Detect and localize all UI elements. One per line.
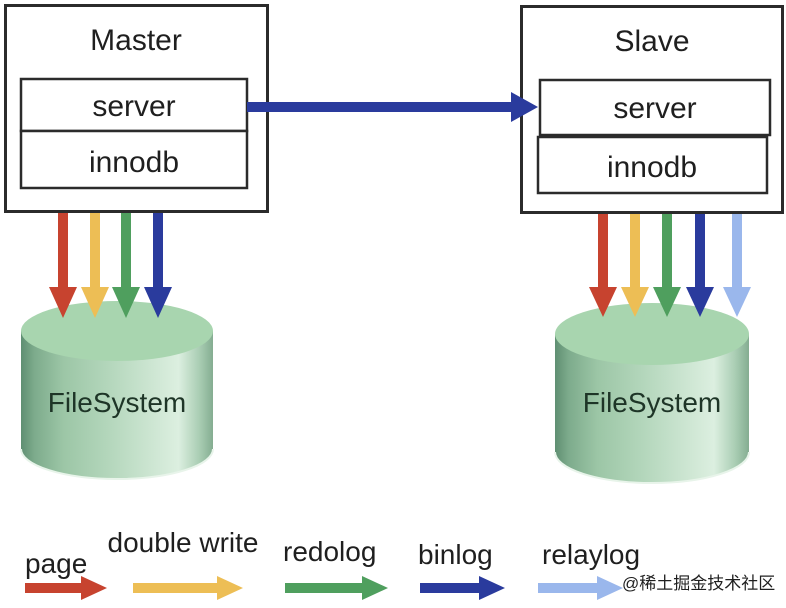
master-binlog-write-arrow [144, 211, 172, 318]
slave-innodb-label: innodb [607, 151, 697, 184]
replication-binlog-arrow [247, 92, 538, 122]
master-server-box [19, 77, 249, 133]
slave-server-label: server [613, 92, 696, 125]
legend-label-double-write: double write [108, 527, 259, 558]
legend-item-redolog: redolog [283, 536, 388, 600]
slave-innodb-box [536, 135, 769, 195]
master-filesystem-cylinder: FileSystem [20, 301, 214, 480]
legend-label-binlog: binlog [418, 539, 493, 570]
legend-label-page: page [25, 548, 87, 579]
master-filesystem-label: FileSystem [48, 387, 186, 418]
slave-cylinder-bottom-rim [554, 451, 750, 484]
master-node: Master server innodb [4, 4, 269, 213]
legend-item-binlog: binlog [418, 539, 505, 600]
master-innodb-label: innodb [89, 146, 179, 179]
legend-item-relaylog: relaylog [538, 539, 640, 600]
slave-double-write-arrow [621, 212, 649, 317]
legend-arrow-binlog [420, 576, 505, 600]
watermark: @稀土掘金技术社区 [622, 574, 775, 593]
slave-filesystem-cylinder: FileSystem [554, 303, 750, 484]
slave-filesystem-label: FileSystem [583, 387, 721, 418]
slave-title: Slave [614, 25, 689, 58]
master-server-label: server [92, 90, 175, 123]
master-innodb-box [19, 129, 249, 190]
legend-item-page: page [25, 548, 107, 600]
master-title: Master [90, 24, 182, 57]
master-write-arrows [49, 211, 172, 318]
slave-binlog-write-arrow [686, 212, 714, 317]
legend-arrow-relaylog [538, 576, 623, 600]
master-double-write-arrow [81, 211, 109, 318]
master-cylinder-top [21, 301, 213, 361]
slave-cylinder-top [555, 303, 749, 365]
slave-relaylog-write-arrow [723, 212, 751, 317]
legend: page double write redolog binlog relaylo… [25, 527, 640, 600]
slave-write-arrows [589, 212, 751, 317]
slave-page-write-arrow [589, 212, 617, 317]
master-cylinder-body [21, 331, 213, 479]
slave-server-box [538, 78, 772, 137]
legend-label-relaylog: relaylog [542, 539, 640, 570]
legend-arrow-page [25, 576, 107, 600]
slave-cylinder-body [555, 334, 749, 483]
slave-redolog-write-arrow [653, 212, 681, 317]
master-redolog-write-arrow [112, 211, 140, 318]
master-page-write-arrow [49, 211, 77, 318]
legend-arrow-double-write [133, 576, 243, 600]
legend-item-double-write: double write [108, 527, 259, 600]
legend-label-redolog: redolog [283, 536, 376, 567]
legend-arrow-redolog [285, 576, 388, 600]
slave-node: Slave server innodb [520, 5, 784, 214]
master-cylinder-bottom-rim [20, 448, 214, 480]
